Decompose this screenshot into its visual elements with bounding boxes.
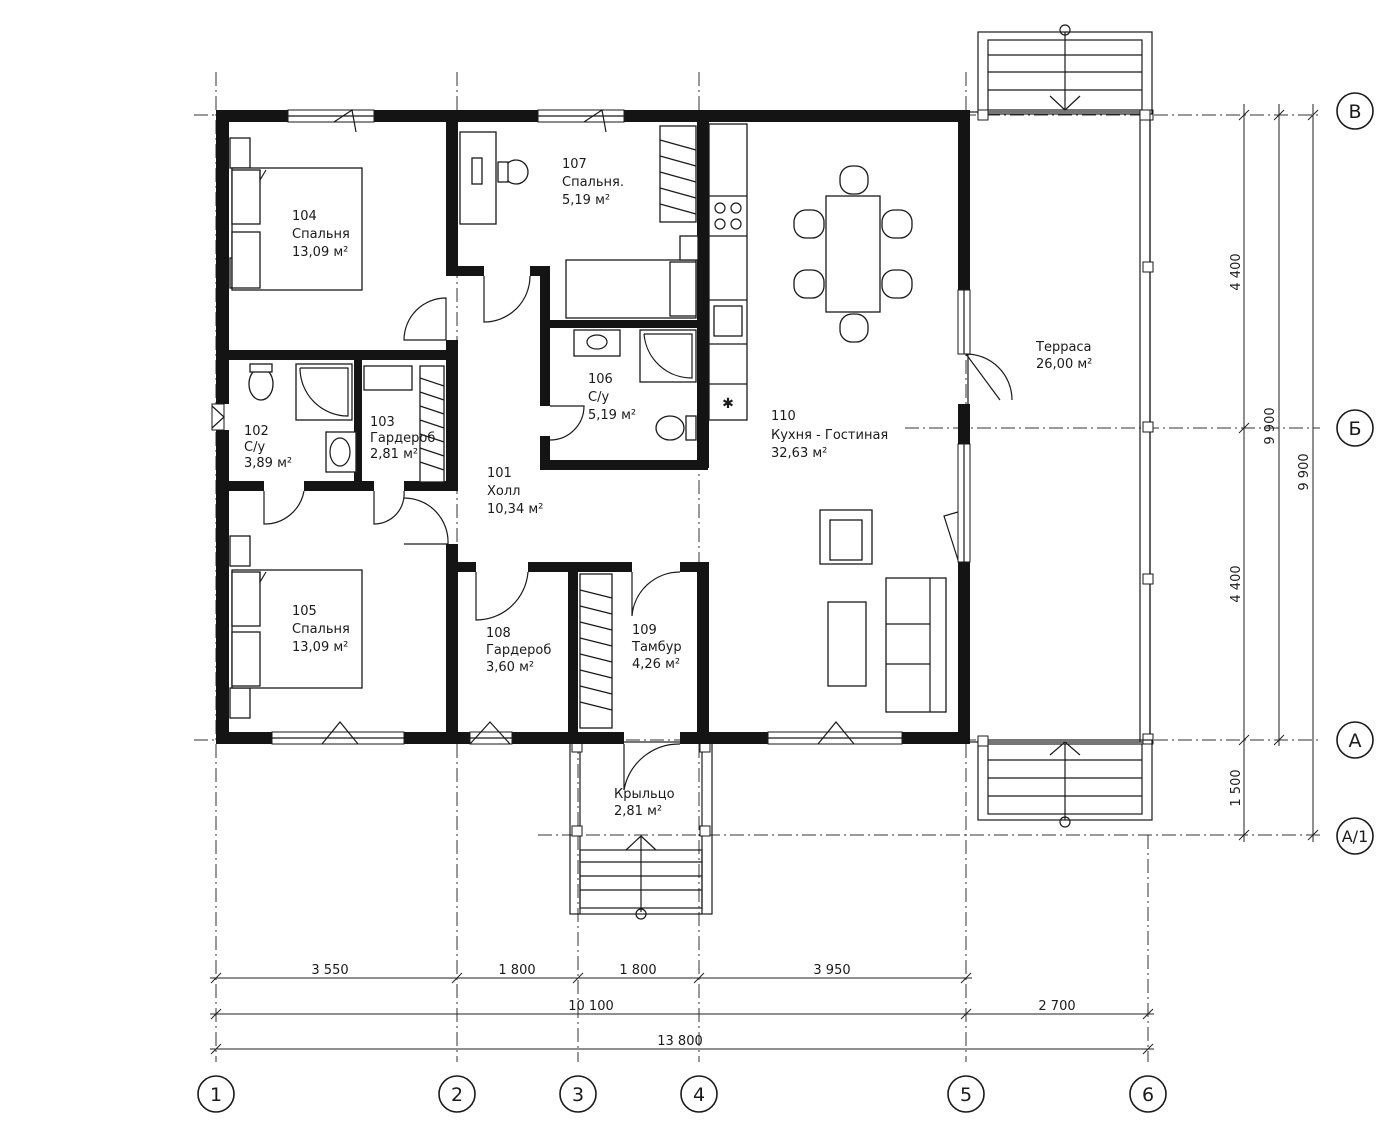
svg-text:104: 104: [292, 209, 317, 224]
svg-text:32,63 м²: 32,63 м²: [771, 446, 827, 461]
svg-text:5,19 м²: 5,19 м²: [588, 408, 636, 423]
svg-text:108: 108: [486, 626, 511, 641]
axis-marker-5: 5: [947, 1075, 985, 1113]
room-label-porch: Крыльцо 2,81 м²: [614, 787, 675, 819]
svg-text:5: 5: [960, 1084, 972, 1106]
svg-text:110: 110: [771, 409, 796, 424]
room-label-104: 104 Спальня 13,09 м²: [292, 209, 350, 260]
svg-text:105: 105: [292, 604, 317, 619]
walls: [216, 110, 970, 744]
svg-text:103: 103: [370, 415, 395, 430]
svg-text:4: 4: [693, 1084, 705, 1106]
axis-markers: 1 2 3 4 5 6 В Б А А/1: [197, 92, 1374, 1113]
room-label-106: 106 С/у 5,19 м²: [588, 372, 636, 423]
svg-text:2: 2: [451, 1084, 463, 1106]
svg-text:Б: Б: [1348, 418, 1361, 440]
doors: [211, 275, 1013, 791]
svg-text:6: 6: [1142, 1084, 1154, 1106]
svg-text:10 100: 10 100: [568, 999, 614, 1014]
svg-text:10,34 м²: 10,34 м²: [487, 502, 543, 517]
axis-marker-6: 6: [1129, 1075, 1167, 1113]
axis-marker-3: 3: [559, 1075, 597, 1113]
svg-text:3 950: 3 950: [813, 963, 850, 978]
svg-text:13 800: 13 800: [657, 1034, 703, 1049]
axis-marker-4: 4: [680, 1075, 718, 1113]
svg-text:Гардероб: Гардероб: [486, 643, 551, 658]
svg-text:Спальня.: Спальня.: [562, 175, 624, 190]
svg-text:109: 109: [632, 623, 657, 638]
room-label-101: 101 Холл 10,34 м²: [487, 466, 543, 517]
svg-text:Гардероб: Гардероб: [370, 431, 435, 446]
svg-text:Спальня: Спальня: [292, 227, 350, 242]
svg-text:✱: ✱: [722, 396, 734, 412]
dimension-chains-bottom: 3 550 1 800 1 800 3 950 10 100 2 700 13 …: [210, 963, 1154, 1055]
svg-text:С/у: С/у: [244, 440, 265, 455]
svg-text:2,81 м²: 2,81 м²: [370, 447, 418, 462]
svg-text:Терраса: Терраса: [1035, 340, 1092, 355]
axis-marker-1: 1: [197, 1075, 235, 1113]
axis-marker-v: В: [1336, 92, 1374, 130]
svg-text:Тамбур: Тамбур: [631, 640, 682, 655]
svg-text:В: В: [1348, 101, 1361, 123]
svg-text:Кухня - Гостиная: Кухня - Гостиная: [771, 428, 888, 443]
svg-text:4,26 м²: 4,26 м²: [632, 657, 680, 672]
svg-text:101: 101: [487, 466, 512, 481]
svg-text:А/1: А/1: [1342, 827, 1369, 846]
svg-text:106: 106: [588, 372, 613, 387]
room-label-105: 105 Спальня 13,09 м²: [292, 604, 350, 655]
svg-text:4 400: 4 400: [1229, 253, 1244, 290]
svg-text:3,60 м²: 3,60 м²: [486, 660, 534, 675]
svg-text:С/у: С/у: [588, 390, 609, 405]
axis-marker-a: А: [1336, 721, 1374, 759]
svg-text:1 800: 1 800: [619, 963, 656, 978]
svg-text:3,89 м²: 3,89 м²: [244, 456, 292, 471]
room-label-102: 102 С/у 3,89 м²: [244, 424, 292, 471]
svg-text:102: 102: [244, 424, 269, 439]
axis-marker-b: Б: [1336, 409, 1374, 447]
svg-text:5,19 м²: 5,19 м²: [562, 193, 610, 208]
svg-text:1: 1: [210, 1084, 222, 1106]
room-label-109: 109 Тамбур 4,26 м²: [631, 623, 682, 672]
windows: [211, 108, 971, 745]
svg-text:13,09 м²: 13,09 м²: [292, 640, 348, 655]
dimension-chains-right: 4 400 4 400 1 500 9 900 9 900: [1229, 104, 1319, 842]
svg-text:Спальня: Спальня: [292, 622, 350, 637]
svg-text:Крыльцо: Крыльцо: [614, 787, 675, 802]
terrace-structure: [967, 24, 1154, 828]
svg-text:107: 107: [562, 157, 587, 172]
room-labels: 104 Спальня 13,09 м² 105 Спальня 13,09 м…: [244, 157, 1092, 819]
svg-text:26,00 м²: 26,00 м²: [1036, 357, 1092, 372]
svg-text:Холл: Холл: [487, 484, 520, 499]
svg-text:2 700: 2 700: [1038, 999, 1075, 1014]
svg-text:3: 3: [572, 1084, 584, 1106]
room-label-110: 110 Кухня - Гостиная 32,63 м²: [771, 409, 888, 461]
svg-text:13,09 м²: 13,09 м²: [292, 245, 348, 260]
svg-text:3 550: 3 550: [311, 963, 348, 978]
svg-text:4 400: 4 400: [1229, 565, 1244, 602]
room-label-103: 103 Гардероб 2,81 м²: [370, 415, 435, 462]
room-label-108: 108 Гардероб 3,60 м²: [486, 626, 551, 675]
svg-text:2,81 м²: 2,81 м²: [614, 804, 662, 819]
grid-axis-lines: [194, 72, 1320, 1062]
room-label-107: 107 Спальня. 5,19 м²: [562, 157, 624, 208]
room-label-terrace: Терраса 26,00 м²: [1035, 340, 1092, 372]
svg-text:1 800: 1 800: [498, 963, 535, 978]
axis-marker-2: 2: [438, 1075, 476, 1113]
svg-text:1 500: 1 500: [1229, 769, 1244, 806]
furniture: ✱: [229, 123, 947, 729]
svg-text:9 900: 9 900: [1297, 453, 1312, 490]
axis-marker-a1: А/1: [1336, 817, 1374, 855]
svg-text:А: А: [1349, 730, 1362, 752]
svg-text:9 900: 9 900: [1263, 407, 1278, 444]
porch-structure: [569, 741, 713, 920]
